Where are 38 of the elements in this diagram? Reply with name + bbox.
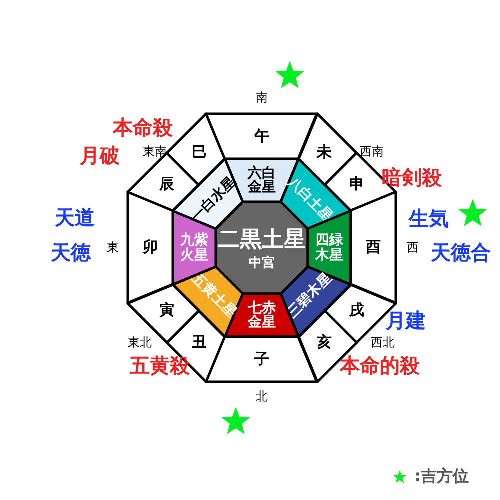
annotation-label: 生気 (409, 206, 449, 232)
zodiac-label: 寅 (158, 302, 176, 318)
annotation-label: 五黄殺 (130, 352, 190, 380)
star-name: 八白土星 (284, 175, 335, 226)
annotation-label: 暗剣殺 (382, 164, 442, 192)
star-name: 一白水星 (189, 175, 240, 226)
annotation-label: 月破 (80, 142, 120, 170)
annotation-label: 月建 (386, 308, 426, 334)
star-name: 九紫火星 (180, 233, 210, 263)
annotation-label: 本命的殺 (340, 352, 420, 380)
zodiac-label: 酉 (365, 240, 382, 256)
annotation-label: 天道 (55, 204, 95, 232)
zodiac-label: 巳 (190, 144, 208, 161)
star-name: 七赤金星 (246, 300, 277, 330)
direction-label: 東 (107, 240, 119, 256)
annotation-label: 天徳 (51, 240, 91, 266)
position-label: 中宮 (249, 257, 275, 271)
direction-label: 西 (407, 240, 419, 256)
direction-label: 西北 (371, 334, 395, 352)
direction-label: 北 (256, 388, 268, 406)
star-name: 二黒土星 (218, 228, 306, 252)
direction-label: 東北 (128, 334, 152, 352)
zodiac-label: 午 (253, 128, 270, 144)
star-name: 六白金星 (246, 166, 277, 196)
zodiac-label: 戌 (348, 302, 366, 318)
direction-label: 西南 (360, 144, 384, 160)
star-name: 四緑木星 (314, 233, 344, 263)
direction-label: 南 (256, 90, 268, 106)
zodiac-label: 子 (253, 352, 270, 368)
annotation-label: 天徳合 (431, 240, 491, 266)
zodiac-label: 丑 (190, 335, 208, 352)
zodiac-label: 未 (316, 144, 333, 161)
zodiac-label: 辰 (158, 178, 176, 194)
legend-label: :吉方位 (414, 466, 470, 488)
zodiac-label: 申 (348, 178, 366, 194)
zodiac-label: 卯 (142, 240, 159, 256)
annotation-label: 本命殺 (113, 114, 173, 142)
zodiac-label: 亥 (316, 335, 333, 352)
